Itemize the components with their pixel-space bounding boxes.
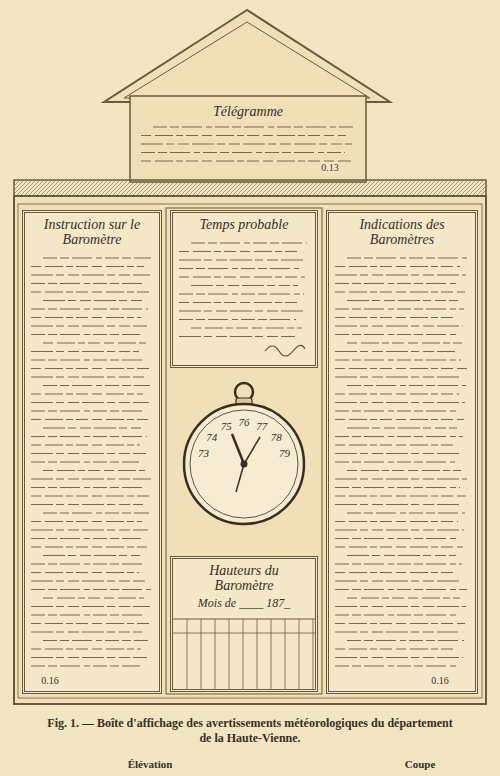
roof-inner — [124, 22, 370, 98]
panel-heading: Hauteurs du Baromètre — [173, 559, 315, 595]
dial-number: 75 — [221, 420, 232, 432]
dial-number: 74 — [206, 431, 217, 443]
month-line: Mois de ____ 187_ — [173, 595, 315, 612]
cornice-band — [14, 180, 486, 196]
handwriting-strokes — [25, 213, 159, 691]
view-label: Coupe — [405, 758, 436, 770]
middle-frame — [166, 208, 322, 694]
dial-number: 77 — [256, 420, 267, 432]
panel-heading: Temps probable — [173, 213, 315, 234]
forecast-panel: Temps probable — [170, 210, 318, 368]
handwriting-strokes — [173, 213, 315, 365]
roof — [104, 10, 390, 102]
dial-number: 73 — [198, 447, 209, 459]
panel-heading: Indications des Baromètres — [329, 213, 475, 249]
heights-panel: Hauteurs du BaromètreMois de ____ 187_ — [170, 556, 318, 692]
readings-panel: Indications des Baromètres — [326, 210, 478, 694]
view-label: Élévation — [128, 758, 173, 770]
instruction-panel: Instruction sur le Baromètre — [22, 210, 162, 694]
dimension-label: 0.16 — [41, 675, 59, 686]
dial-number: 76 — [239, 416, 250, 428]
housing-inner — [18, 204, 482, 698]
dimension-label: 0.16 — [431, 675, 449, 686]
barometer-dial — [184, 383, 304, 524]
dial-number: 78 — [271, 431, 282, 443]
telegram-frame — [130, 96, 366, 182]
panel-heading: Télégramme — [135, 100, 361, 121]
panel-heading: Instruction sur le Baromètre — [25, 213, 159, 249]
housing — [14, 196, 486, 704]
handwriting-strokes — [329, 213, 475, 691]
dial-number: 79 — [279, 447, 290, 459]
dimension-label: 0.13 — [321, 162, 339, 173]
figure-caption: Fig. 1. — Boîte d'affichage des avertiss… — [40, 716, 460, 746]
